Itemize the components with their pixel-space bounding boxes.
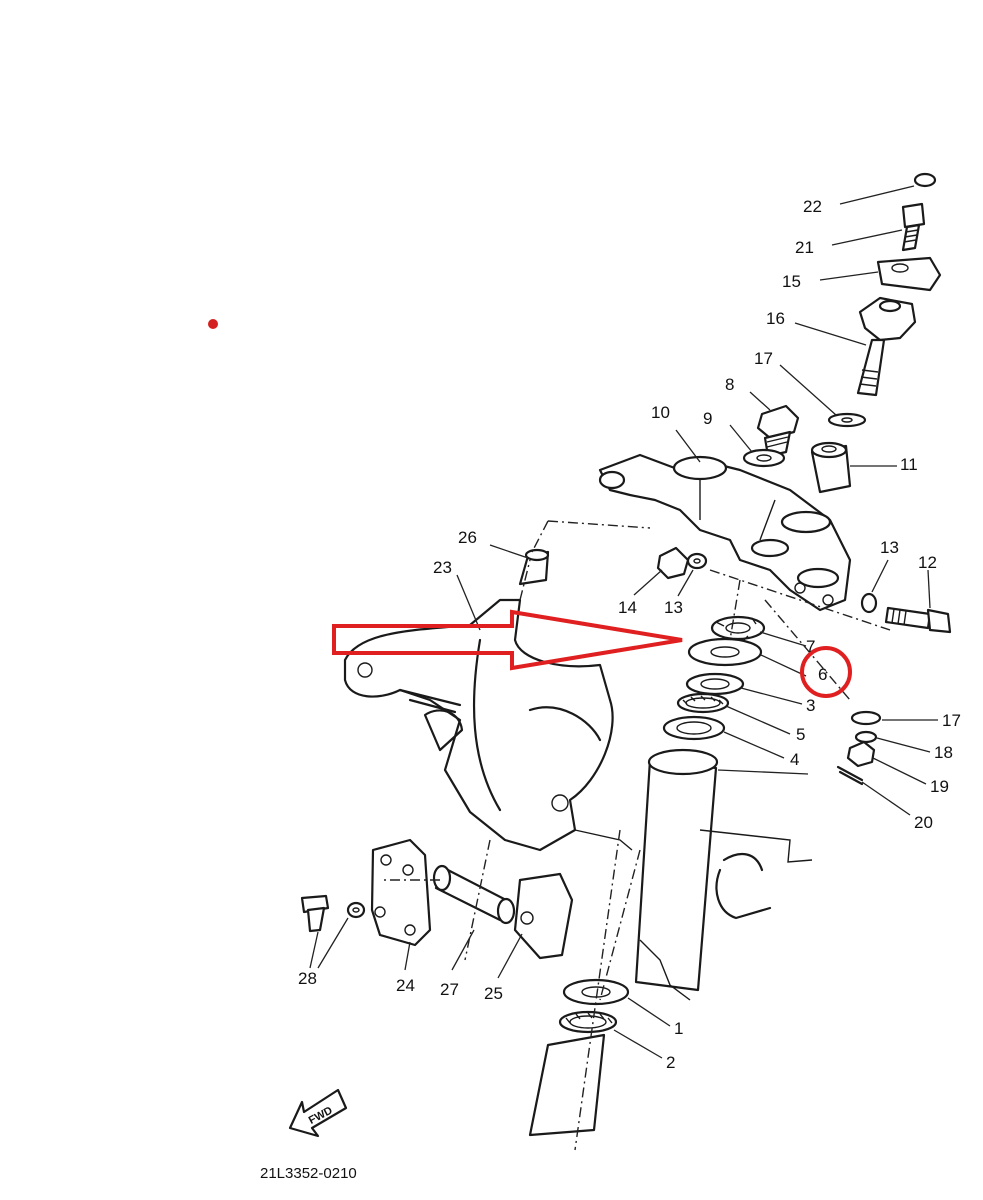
part-17-washer-right [850, 710, 882, 726]
label-19: 19 [930, 777, 949, 796]
label-18: 18 [934, 743, 953, 762]
label-3: 3 [806, 696, 815, 715]
part-5-ball-bearing [676, 692, 730, 714]
label-23: 23 [433, 558, 452, 577]
highlight-circle-part-6 [800, 646, 852, 698]
label-27: 27 [440, 980, 459, 999]
part-11-bushing [810, 441, 852, 494]
label-25: 25 [484, 984, 503, 1003]
label-6: 6 [818, 665, 827, 684]
part-3-race [685, 672, 745, 696]
part-23-frame-bracket [343, 598, 633, 852]
part-17-washer-top [827, 412, 867, 428]
label-4: 4 [790, 750, 799, 769]
part-28-bolt [300, 894, 330, 933]
part-13-washer-right [860, 592, 878, 614]
part-8-nut [756, 404, 800, 458]
label-8: 8 [725, 375, 734, 394]
red-dot-marker [208, 319, 218, 329]
part-20-cotter-pin [836, 765, 864, 786]
part-22-cap [913, 172, 937, 188]
part-18-washer [854, 730, 878, 744]
label-13-left: 13 [664, 598, 683, 617]
part-1-dust-seal [562, 978, 630, 1006]
part-24-holder [370, 838, 432, 947]
part-4-race [662, 715, 726, 741]
label-16: 16 [766, 309, 785, 328]
label-22: 22 [803, 197, 822, 216]
label-20: 20 [914, 813, 933, 832]
part-14-acorn-nut [656, 546, 690, 580]
label-5: 5 [796, 725, 805, 744]
label-24: 24 [396, 976, 415, 995]
part-16-handlebar-holder [856, 296, 917, 397]
label-10: 10 [651, 403, 670, 422]
leader-lines [309, 185, 938, 1059]
label-14: 14 [618, 598, 637, 617]
label-26: 26 [458, 528, 477, 547]
label-7: 7 [806, 637, 815, 656]
part-10-upper-bracket [598, 453, 852, 612]
highlight-arrow [332, 609, 683, 671]
fwd-arrow-icon: FWD [288, 1088, 348, 1138]
drawing-code: 21L3352-0210 [260, 1165, 357, 1182]
label-21: 21 [795, 238, 814, 257]
label-28: 28 [298, 969, 317, 988]
part-15-clamp [876, 256, 942, 292]
label-9: 9 [703, 409, 712, 428]
label-17-top: 17 [754, 349, 773, 368]
part-28-washer [346, 901, 366, 919]
part-19-nut [846, 740, 876, 768]
label-17-right: 17 [942, 711, 961, 730]
part-9-washer [742, 448, 786, 468]
part-12-bolt [884, 606, 952, 634]
part-2-lower-bearing [558, 1010, 618, 1034]
label-2: 2 [666, 1053, 675, 1072]
part-6-washer [687, 637, 763, 667]
part-27-collar [432, 864, 516, 925]
part-25-plate [513, 872, 574, 960]
part-13-washer-left [686, 552, 708, 570]
label-12: 12 [918, 553, 937, 572]
part-26-sleeve [518, 548, 550, 586]
label-1: 1 [674, 1019, 683, 1038]
steering-stem [528, 748, 813, 1137]
label-15: 15 [782, 272, 801, 291]
label-13-right: 13 [880, 538, 899, 557]
part-7-ring-nut [710, 615, 766, 641]
label-11: 11 [900, 455, 918, 474]
part-21-bolt [901, 202, 926, 252]
